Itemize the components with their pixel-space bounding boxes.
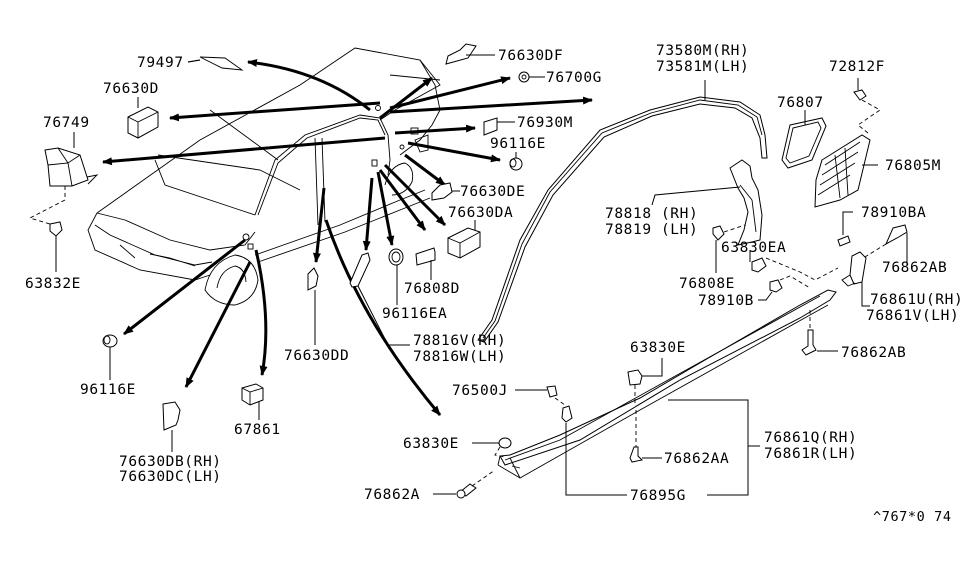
part-label-76805M[interactable]: 76805M	[885, 158, 941, 174]
part-label-76807[interactable]: 76807	[777, 95, 824, 111]
part-label-76630DC-lh[interactable]: 76630DC(LH)	[119, 469, 222, 485]
diagram-code: ^767*0 74	[873, 509, 952, 525]
part-label-76930M[interactable]: 76930M	[517, 115, 573, 131]
part-labels: 79497 76630D 76749 63832E 76630DF 76700G…	[25, 43, 963, 525]
part-label-78816W-lh[interactable]: 78816W(LH)	[413, 349, 506, 365]
part-label-76630DA[interactable]: 76630DA	[448, 205, 513, 221]
part-label-76861U-rh[interactable]: 76861U(RH)	[870, 292, 963, 308]
part-label-76630DE[interactable]: 76630DE	[460, 184, 525, 200]
part-label-78816V-rh[interactable]: 78816V(RH)	[413, 333, 506, 349]
part-label-76500J[interactable]: 76500J	[452, 383, 508, 399]
part-label-78818-rh[interactable]: 78818 (RH)	[605, 206, 698, 222]
part-label-76630D[interactable]: 76630D	[103, 81, 159, 97]
part-label-73581M-lh[interactable]: 73581M(LH)	[656, 59, 749, 75]
part-label-78910BA[interactable]: 78910BA	[861, 205, 926, 221]
part-label-76862AA[interactable]: 76862AA	[664, 451, 729, 467]
part-label-76630DF[interactable]: 76630DF	[498, 48, 563, 64]
part-label-96116E-top[interactable]: 96116E	[490, 136, 546, 152]
part-label-76630DB-rh[interactable]: 76630DB(RH)	[119, 454, 222, 470]
part-label-76749[interactable]: 76749	[43, 115, 90, 131]
part-label-63830EA[interactable]: 63830EA	[721, 240, 786, 256]
part-label-76808D[interactable]: 76808D	[404, 281, 460, 297]
part-label-78910B[interactable]: 78910B	[698, 293, 754, 309]
part-label-78819-lh[interactable]: 78819 (LH)	[605, 222, 698, 238]
part-label-63830E-left[interactable]: 63830E	[403, 436, 459, 452]
part-label-76862AB-bottom[interactable]: 76862AB	[841, 345, 906, 361]
part-label-76862A[interactable]: 76862A	[364, 487, 420, 503]
part-label-79497[interactable]: 79497	[137, 55, 184, 71]
part-label-72812F[interactable]: 72812F	[829, 59, 885, 75]
right-side-parts	[433, 78, 908, 499]
part-label-76630DD[interactable]: 76630DD	[284, 348, 349, 364]
part-label-76861V-lh[interactable]: 76861V(LH)	[866, 308, 959, 324]
part-label-76862AB-top[interactable]: 76862AB	[882, 260, 947, 276]
part-label-63832E[interactable]: 63832E	[25, 276, 81, 292]
part-label-76700G[interactable]: 76700G	[546, 70, 602, 86]
part-label-73580M-rh[interactable]: 73580M(RH)	[656, 43, 749, 59]
part-label-63830E-top[interactable]: 63830E	[630, 340, 686, 356]
callout-arrows	[102, 59, 593, 416]
part-label-76861R-lh[interactable]: 76861R(LH)	[764, 446, 857, 462]
part-label-76895G[interactable]: 76895G	[630, 488, 686, 504]
part-label-96116EA[interactable]: 96116EA	[382, 306, 447, 322]
part-shapes	[28, 43, 545, 452]
part-label-96116E-bottom[interactable]: 96116E	[80, 382, 136, 398]
part-label-76861Q-rh[interactable]: 76861Q(RH)	[764, 430, 857, 446]
part-label-67861[interactable]: 67861	[234, 422, 281, 438]
part-label-76808E[interactable]: 76808E	[679, 276, 735, 292]
